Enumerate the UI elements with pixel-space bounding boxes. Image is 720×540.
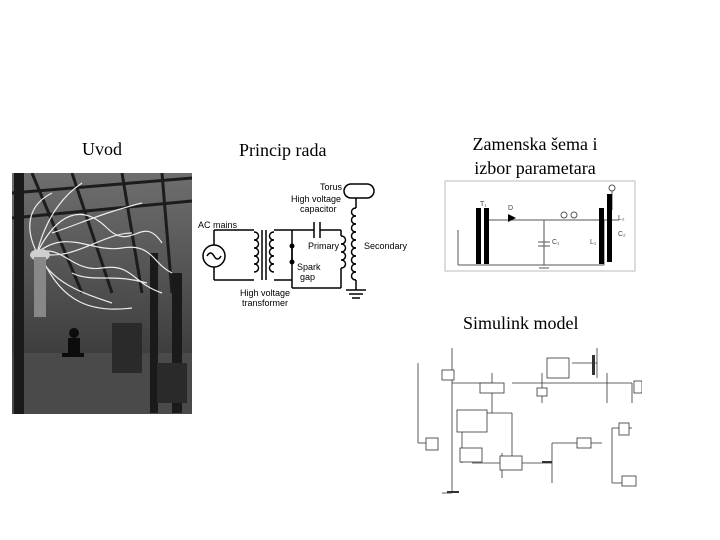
spark-gap-label-2: gap [300, 272, 315, 282]
tesla-lab-photo [11, 172, 193, 414]
primary-label: Primary [308, 241, 339, 251]
spark-gap-upper-icon [289, 243, 295, 249]
principle-diagram: Torus High voltage capacitor AC mains Pr… [196, 178, 410, 313]
torus-icon [343, 183, 375, 199]
switch-icon [592, 355, 595, 375]
diode-icon [508, 214, 516, 222]
secondary-label: Secondary [364, 241, 408, 251]
section-title-zamenska-sema[interactable]: Zamenska šema i izbor parametara [455, 132, 615, 180]
simulink-model-svg [417, 348, 643, 494]
hv-transformer-label-1: High voltage [240, 288, 290, 298]
coil-right-icon [607, 194, 612, 262]
d-label: D [508, 205, 513, 212]
principle-diagram-svg: Torus High voltage capacitor AC mains Pr… [198, 182, 408, 308]
equivalent-circuit-svg: T₁ D C₁ L₁ L₂ C₂ [444, 180, 636, 272]
spark-gap-lower-icon [289, 259, 295, 265]
section-title-uvod[interactable]: Uvod [82, 139, 122, 159]
l2-label: L₂ [618, 215, 625, 222]
l1-label: L₁ [590, 239, 597, 246]
coil-left-icon [599, 208, 604, 264]
simulink-model-diagram [412, 343, 643, 495]
section-title-princip-rada[interactable]: Princip rada [239, 140, 327, 160]
hv-capacitor-label-2: capacitor [300, 204, 337, 214]
section-title-zamenska-line2: izbor parametara [474, 158, 596, 178]
t1-label: T₁ [480, 201, 487, 208]
transformer-core-right-icon [484, 208, 489, 264]
section-title-zamenska-line1: Zamenska šema i [472, 134, 598, 154]
tesla-lab-photo-svg [11, 172, 193, 414]
c2-label: C₂ [618, 231, 626, 238]
equivalent-circuit-diagram: T₁ D C₁ L₁ L₂ C₂ [444, 180, 636, 275]
c1-label: C₁ [552, 239, 560, 246]
section-title-simulink-model[interactable]: Simulink model [463, 313, 579, 333]
transformer-core-left-icon [476, 208, 481, 264]
spark-gap-label-1: Spark [297, 262, 321, 272]
hv-transformer-label-2: transformer [242, 298, 288, 308]
ac-mains-label: AC mains [198, 220, 238, 230]
hv-capacitor-label-1: High voltage [291, 194, 341, 204]
torus-label: Torus [320, 182, 343, 192]
